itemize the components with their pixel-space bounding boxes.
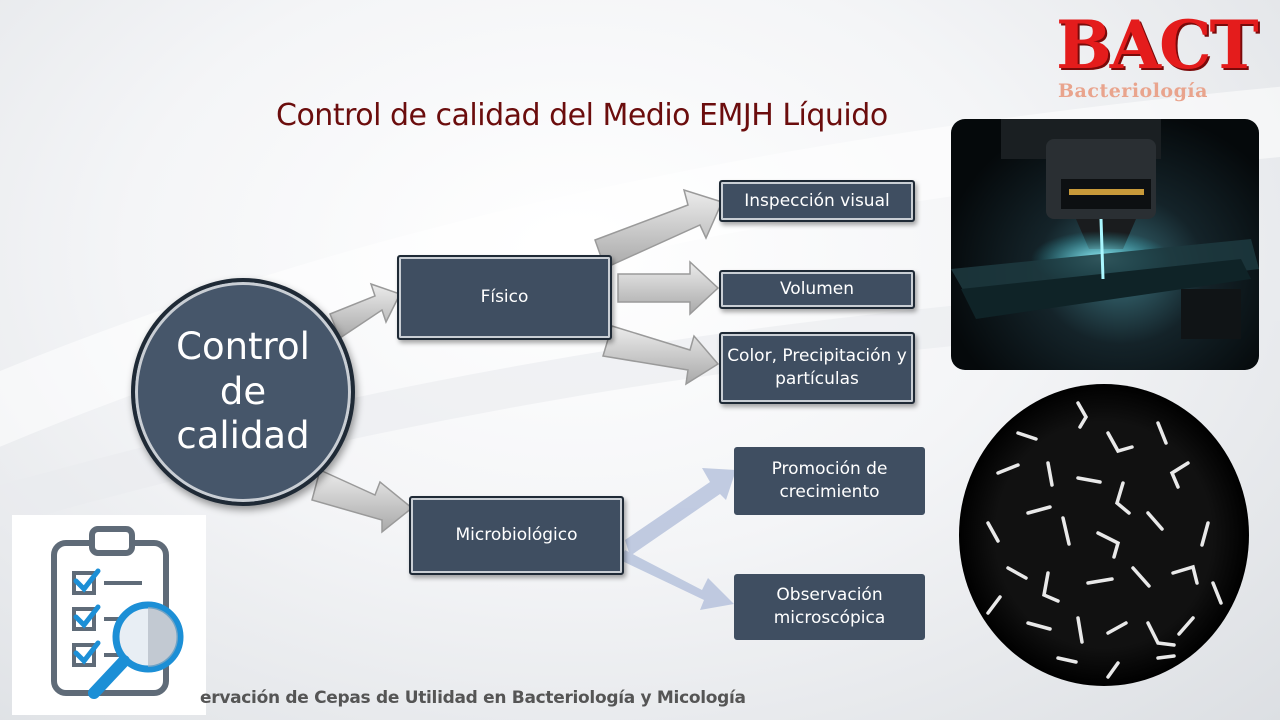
micrograph-image	[959, 384, 1249, 686]
node-fisico: Físico	[397, 255, 612, 340]
microscope-photo	[951, 119, 1259, 370]
clipboard-checklist-icon	[12, 515, 206, 715]
arrow-fisico-inspeccion	[594, 188, 724, 270]
footer-text: ervación de Cepas de Utilidad en Bacteri…	[200, 688, 746, 708]
node-observacion-microscopica: Observación microscópica	[734, 574, 925, 640]
bact-logo: BACT Bacteriología	[1052, 6, 1272, 106]
logo-sub-text: Bacteriología	[1058, 80, 1208, 102]
node-volumen: Volumen	[719, 270, 915, 309]
root-node-control-calidad: Control de calidad	[131, 278, 355, 506]
magnifier-icon	[88, 601, 184, 699]
arrow-micro-promocion	[625, 468, 736, 556]
arrow-fisico-volumen	[617, 260, 720, 316]
arrow-root-micro	[311, 468, 414, 534]
logo-main-text: BACT	[1056, 6, 1259, 84]
node-microbiologico: Microbiológico	[409, 496, 624, 575]
node-promocion-crecimiento: Promoción de crecimiento	[734, 447, 925, 515]
slide-title: Control de calidad del Medio EMJH Líquid…	[276, 98, 888, 133]
node-color-precipitacion: Color, Precipitación y partículas	[719, 332, 915, 404]
arrow-micro-observacion	[620, 550, 734, 610]
root-node-label: Control de calidad	[176, 325, 310, 458]
arrow-fisico-color	[602, 325, 720, 386]
node-inspeccion-visual: Inspección visual	[719, 180, 915, 222]
arrow-root-fisico	[329, 282, 402, 340]
